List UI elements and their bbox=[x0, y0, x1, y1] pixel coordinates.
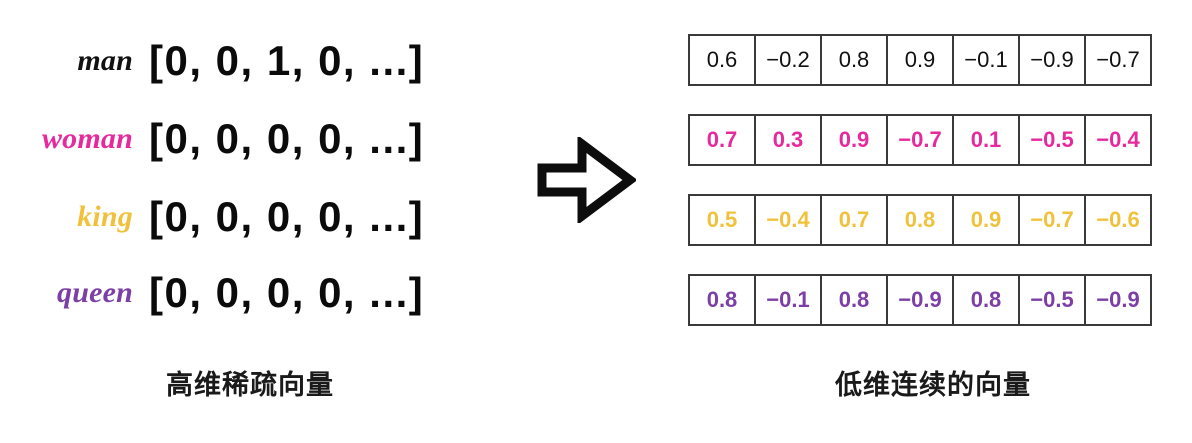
dense-cell: 0.7 bbox=[820, 194, 888, 246]
dense-cell: −0.4 bbox=[754, 194, 822, 246]
caption-dense: 低维连续的向量 bbox=[835, 370, 1031, 400]
dense-cell: −0.7 bbox=[1018, 194, 1086, 246]
dense-cell: 0.1 bbox=[952, 114, 1020, 166]
dense-cell: 0.6 bbox=[688, 34, 756, 86]
dense-cell: −0.2 bbox=[754, 34, 822, 86]
dense-cell: 0.9 bbox=[952, 194, 1020, 246]
dense-cell: −0.5 bbox=[1018, 114, 1086, 166]
dense-cell: −0.1 bbox=[754, 274, 822, 326]
sparse-row: king [0, 0, 0, 0, ...] bbox=[0, 186, 500, 248]
sparse-vector-man: [0, 0, 1, 0, ...] bbox=[149, 37, 425, 84]
sparse-vectors-panel: man [0, 0, 1, 0, ...] woman [0, 0, 0, 0,… bbox=[0, 22, 500, 332]
word-label-man: man bbox=[77, 44, 133, 77]
sparse-vector-woman: [0, 0, 0, 0, ...] bbox=[149, 115, 425, 162]
dense-cell: −0.1 bbox=[952, 34, 1020, 86]
arrow-right-outline-svg bbox=[537, 137, 636, 223]
dense-cell: −0.5 bbox=[1018, 274, 1086, 326]
word-label-queen: queen bbox=[57, 276, 133, 309]
dense-cell: 0.8 bbox=[688, 274, 756, 326]
dense-cell: 0.9 bbox=[820, 114, 888, 166]
dense-cell: −0.9 bbox=[886, 274, 954, 326]
word-label-king: king bbox=[77, 200, 133, 233]
dense-cell: 0.9 bbox=[886, 34, 954, 86]
dense-row-queen: 0.8 −0.1 0.8 −0.9 0.8 −0.5 −0.9 bbox=[688, 274, 1152, 326]
dense-cell: 0.8 bbox=[820, 274, 888, 326]
dense-cell: 0.8 bbox=[952, 274, 1020, 326]
dense-cell: −0.7 bbox=[1084, 34, 1152, 86]
sparse-vector-queen: [0, 0, 0, 0, ...] bbox=[149, 269, 425, 316]
dense-cell: −0.4 bbox=[1084, 114, 1152, 166]
sparse-vector-king: [0, 0, 0, 0, ...] bbox=[149, 193, 425, 240]
caption-sparse: 高维稀疏向量 bbox=[166, 370, 334, 400]
dense-cell: 0.5 bbox=[688, 194, 756, 246]
dense-row-man: 0.6 −0.2 0.8 0.9 −0.1 −0.9 −0.7 bbox=[688, 34, 1152, 86]
dense-row-woman: 0.7 0.3 0.9 −0.7 0.1 −0.5 −0.4 bbox=[688, 114, 1152, 166]
dense-cell: 0.8 bbox=[886, 194, 954, 246]
dense-cell: −0.6 bbox=[1084, 194, 1152, 246]
dense-cell: −0.9 bbox=[1018, 34, 1086, 86]
sparse-row: woman [0, 0, 0, 0, ...] bbox=[0, 108, 500, 170]
sparse-row: man [0, 0, 1, 0, ...] bbox=[0, 30, 500, 92]
sparse-row: queen [0, 0, 0, 0, ...] bbox=[0, 262, 500, 324]
word-label-woman: woman bbox=[41, 122, 133, 155]
dense-cell: −0.7 bbox=[886, 114, 954, 166]
dense-cell: 0.8 bbox=[820, 34, 888, 86]
dense-vectors-panel: 0.6 −0.2 0.8 0.9 −0.1 −0.9 −0.7 0.7 0.3 … bbox=[688, 22, 1178, 332]
dense-row-king: 0.5 −0.4 0.7 0.8 0.9 −0.7 −0.6 bbox=[688, 194, 1152, 246]
dense-cell: 0.3 bbox=[754, 114, 822, 166]
dense-cell: 0.7 bbox=[688, 114, 756, 166]
dense-cell: −0.9 bbox=[1084, 274, 1152, 326]
arrow-right-outline-icon bbox=[536, 137, 636, 223]
